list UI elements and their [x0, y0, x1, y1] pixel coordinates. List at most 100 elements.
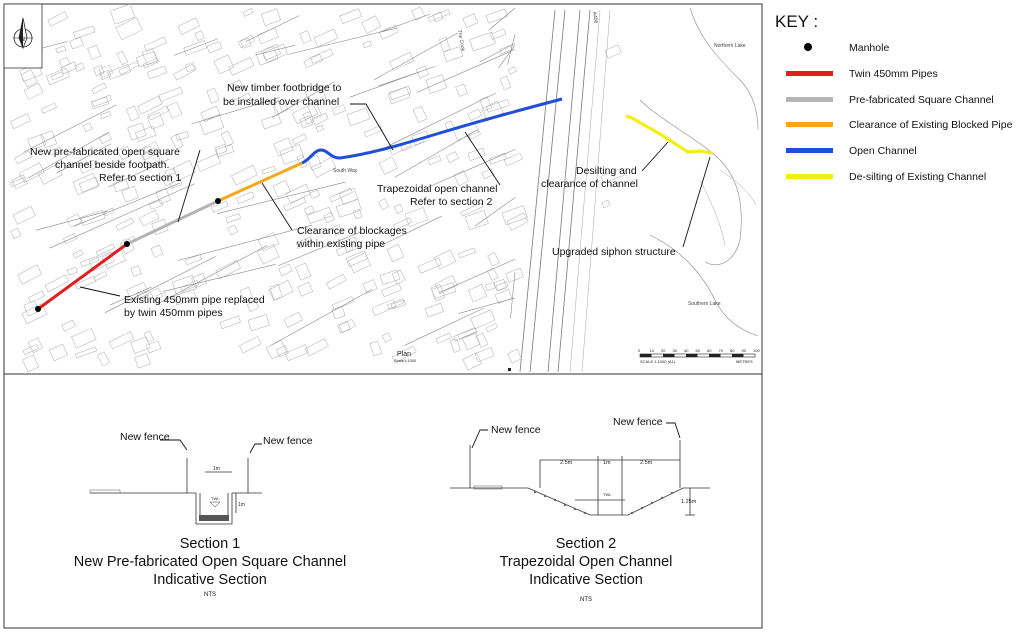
- map-building: [173, 289, 197, 306]
- map-building: [392, 217, 412, 231]
- map-building: [93, 271, 108, 281]
- map-building: [239, 286, 254, 303]
- map-building: [262, 43, 288, 63]
- map-building: [417, 257, 442, 274]
- map-building: [304, 85, 327, 105]
- twin-note-line2: by twin 450mm pipes: [124, 307, 223, 319]
- legend-title: KEY :: [775, 12, 818, 31]
- map-street: [73, 182, 181, 227]
- map-building: [427, 155, 442, 166]
- map-building: [98, 64, 114, 78]
- map-building: [170, 133, 184, 150]
- map-building: [427, 9, 451, 23]
- map-building: [458, 247, 476, 259]
- map-street: [416, 49, 516, 93]
- legend-label-manhole: Manhole: [849, 42, 889, 54]
- map-building: [213, 54, 235, 75]
- map-building: [95, 243, 116, 256]
- map-building: [505, 267, 524, 283]
- map-building: [303, 54, 323, 68]
- legend-item-desilting: De-silting of Existing Channel: [786, 171, 986, 183]
- map-building: [323, 212, 335, 224]
- map-building: [331, 305, 346, 320]
- map-building: [138, 209, 160, 227]
- map-building: [91, 82, 107, 95]
- map-building: [495, 281, 509, 291]
- map-street: [23, 104, 117, 153]
- section1-subtitle2: Indicative Section: [153, 572, 267, 588]
- map-building: [121, 186, 139, 203]
- map-building: [146, 340, 162, 354]
- section2-dim-right: 2.5m: [640, 460, 653, 466]
- siphon-note: Upgraded siphon structure: [552, 246, 676, 258]
- southern-lake-label: Southern Lake: [688, 301, 721, 307]
- map-building: [304, 338, 329, 357]
- map-building: [362, 40, 372, 49]
- scale-tick-label: 0: [638, 348, 641, 353]
- map-building: [338, 318, 356, 333]
- twin-pipes-legend-swatch: [786, 71, 833, 76]
- map-building: [362, 279, 378, 294]
- map-building: [312, 112, 329, 126]
- map-building: [332, 224, 343, 236]
- blocked-pipe-legend-swatch: [786, 122, 833, 127]
- map-building: [247, 314, 270, 332]
- map-building: [475, 332, 489, 348]
- map-street: [104, 256, 216, 313]
- map-building: [90, 96, 109, 110]
- open-channel-legend-swatch: [786, 148, 833, 153]
- map-building: [462, 352, 482, 371]
- map-building: [443, 46, 464, 62]
- map-building: [137, 95, 163, 115]
- map-building: [110, 3, 136, 25]
- map-street: [479, 42, 516, 63]
- prefab-channel-legend-swatch: [786, 97, 833, 102]
- map-street: [474, 197, 516, 227]
- map-building: [393, 203, 404, 214]
- map-building: [381, 332, 392, 343]
- map-building: [127, 122, 147, 141]
- twin-pipes-line: [37, 242, 128, 311]
- map-building: [455, 83, 468, 97]
- manhole-icon: [124, 241, 130, 247]
- map-building: [460, 202, 484, 217]
- map-building: [257, 244, 280, 265]
- map-building: [206, 41, 223, 54]
- map-street: [510, 271, 516, 319]
- clearance-note-line1: Clearance of blockages: [297, 225, 407, 237]
- map-street: [255, 44, 296, 56]
- map-building: [66, 213, 82, 228]
- scale-tick-label: 40: [684, 348, 689, 353]
- map-building: [279, 144, 305, 165]
- map-building: [269, 283, 283, 300]
- footbridge-note-line2: be installed over channel: [223, 96, 339, 108]
- map-street: [163, 264, 276, 292]
- map-building: [101, 248, 126, 269]
- map-street: [272, 81, 335, 118]
- map-building: [484, 282, 496, 292]
- map-building: [278, 263, 293, 276]
- map-street: [177, 224, 313, 261]
- map-building: [99, 69, 112, 80]
- map-building: [464, 210, 489, 231]
- map-building: [115, 17, 143, 41]
- map-building: [117, 145, 133, 161]
- map-building: [236, 191, 255, 204]
- section1-dim-depth: 1m: [238, 502, 245, 508]
- section-1-drawing: 1m 1m TWL New fence New fence Section 1 …: [74, 431, 346, 598]
- map-building: [22, 344, 39, 355]
- map-building: [503, 152, 523, 167]
- map-building: [601, 199, 611, 209]
- map-street: [49, 183, 195, 249]
- map-building: [273, 137, 294, 157]
- desilting-note-line2: clearance of channel: [541, 178, 638, 190]
- map-building: [604, 44, 622, 59]
- map-building: [228, 57, 255, 76]
- section2-subtitle2: Indicative Section: [529, 572, 643, 588]
- map-building: [462, 13, 479, 28]
- map-building: [143, 330, 154, 343]
- map-building: [48, 343, 68, 362]
- map-building: [61, 319, 76, 332]
- plan-scale: Scale1:1000: [394, 358, 417, 363]
